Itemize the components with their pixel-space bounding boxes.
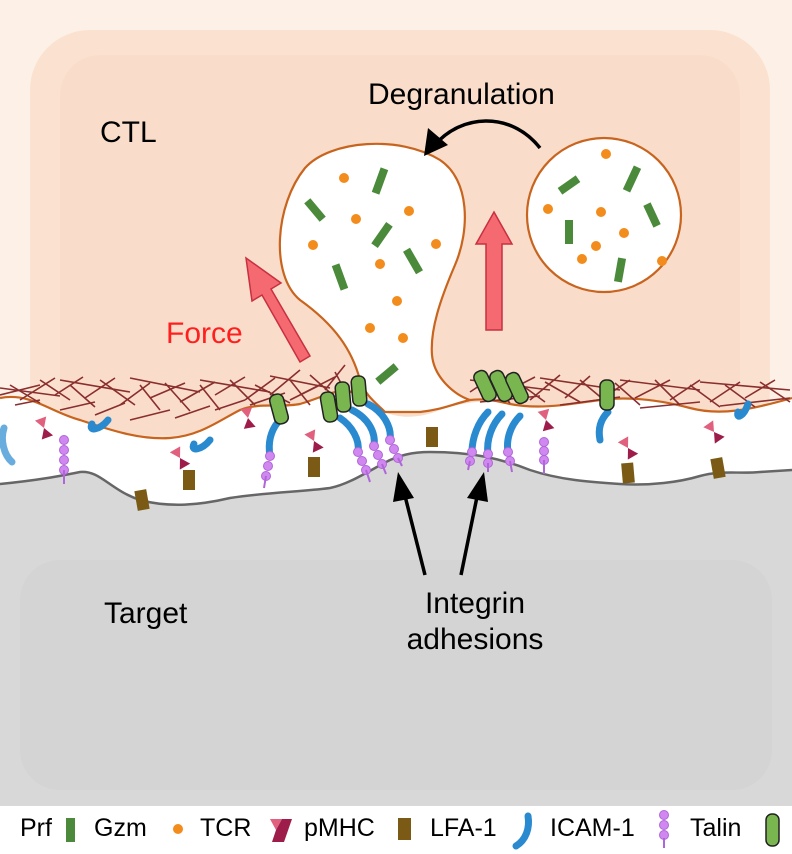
legend-icons	[66, 810, 780, 850]
icam1-molecules	[59, 435, 549, 489]
legend-tcr-icon	[270, 819, 292, 842]
force-label: Force	[166, 317, 243, 350]
integrin-adhesions-label: Integrin adhesions	[390, 586, 560, 658]
legend-icam1-icon	[659, 810, 669, 848]
vesicle-perforin	[304, 167, 423, 385]
integrin-cluster-right	[468, 369, 615, 458]
pmhc-molecules	[134, 427, 726, 511]
integrin-arrow-right	[459, 491, 480, 576]
target-label: Target	[104, 597, 188, 630]
legend: Prf Gzm TCR pMHC LFA-1 ICAM-1 Talin	[0, 806, 792, 850]
legend-gzm-icon	[173, 824, 183, 834]
degranulation-arrow	[433, 119, 542, 150]
integrin-label-line2: adhesions	[406, 623, 544, 656]
legend-pmhc-label: pMHC	[304, 814, 375, 842]
integrin-arrowhead-left	[393, 472, 414, 502]
legend-lfa1-label: LFA-1	[430, 814, 497, 842]
integrin-label-line1: Integrin	[424, 587, 526, 620]
force-arrow-right	[474, 210, 514, 331]
vesicle-granzyme	[308, 173, 441, 343]
legend-tcr-label: TCR	[200, 814, 252, 842]
legend-lfa1-icon	[512, 812, 532, 850]
legend-icam1-label: ICAM-1	[550, 814, 635, 842]
legend-prf-label: Prf	[20, 814, 52, 842]
integrin-arrowhead-right	[467, 472, 488, 502]
target-membrane	[0, 450, 792, 507]
force-arrow-left	[245, 256, 312, 364]
granule-perforin	[557, 165, 661, 283]
target-cell-region	[0, 452, 792, 806]
legend-talin-icon	[765, 813, 780, 847]
legend-prf-icon	[66, 818, 75, 842]
granule-granzyme	[543, 149, 667, 266]
legend-gzm-label: Gzm	[94, 814, 147, 842]
degranulation-arrowhead	[424, 128, 448, 156]
legend-pmhc-icon	[398, 818, 411, 840]
legend-talin-label: Talin	[690, 814, 742, 842]
integrin-arrow-left	[402, 491, 427, 576]
lfa1-free	[87, 400, 752, 453]
degranulating-vesicle	[278, 142, 474, 414]
lfa1-partial	[0, 424, 16, 466]
ctl-label: CTL	[100, 116, 157, 149]
tcr-molecules	[34, 407, 725, 470]
degranulation-label: Degranulation	[368, 78, 555, 111]
